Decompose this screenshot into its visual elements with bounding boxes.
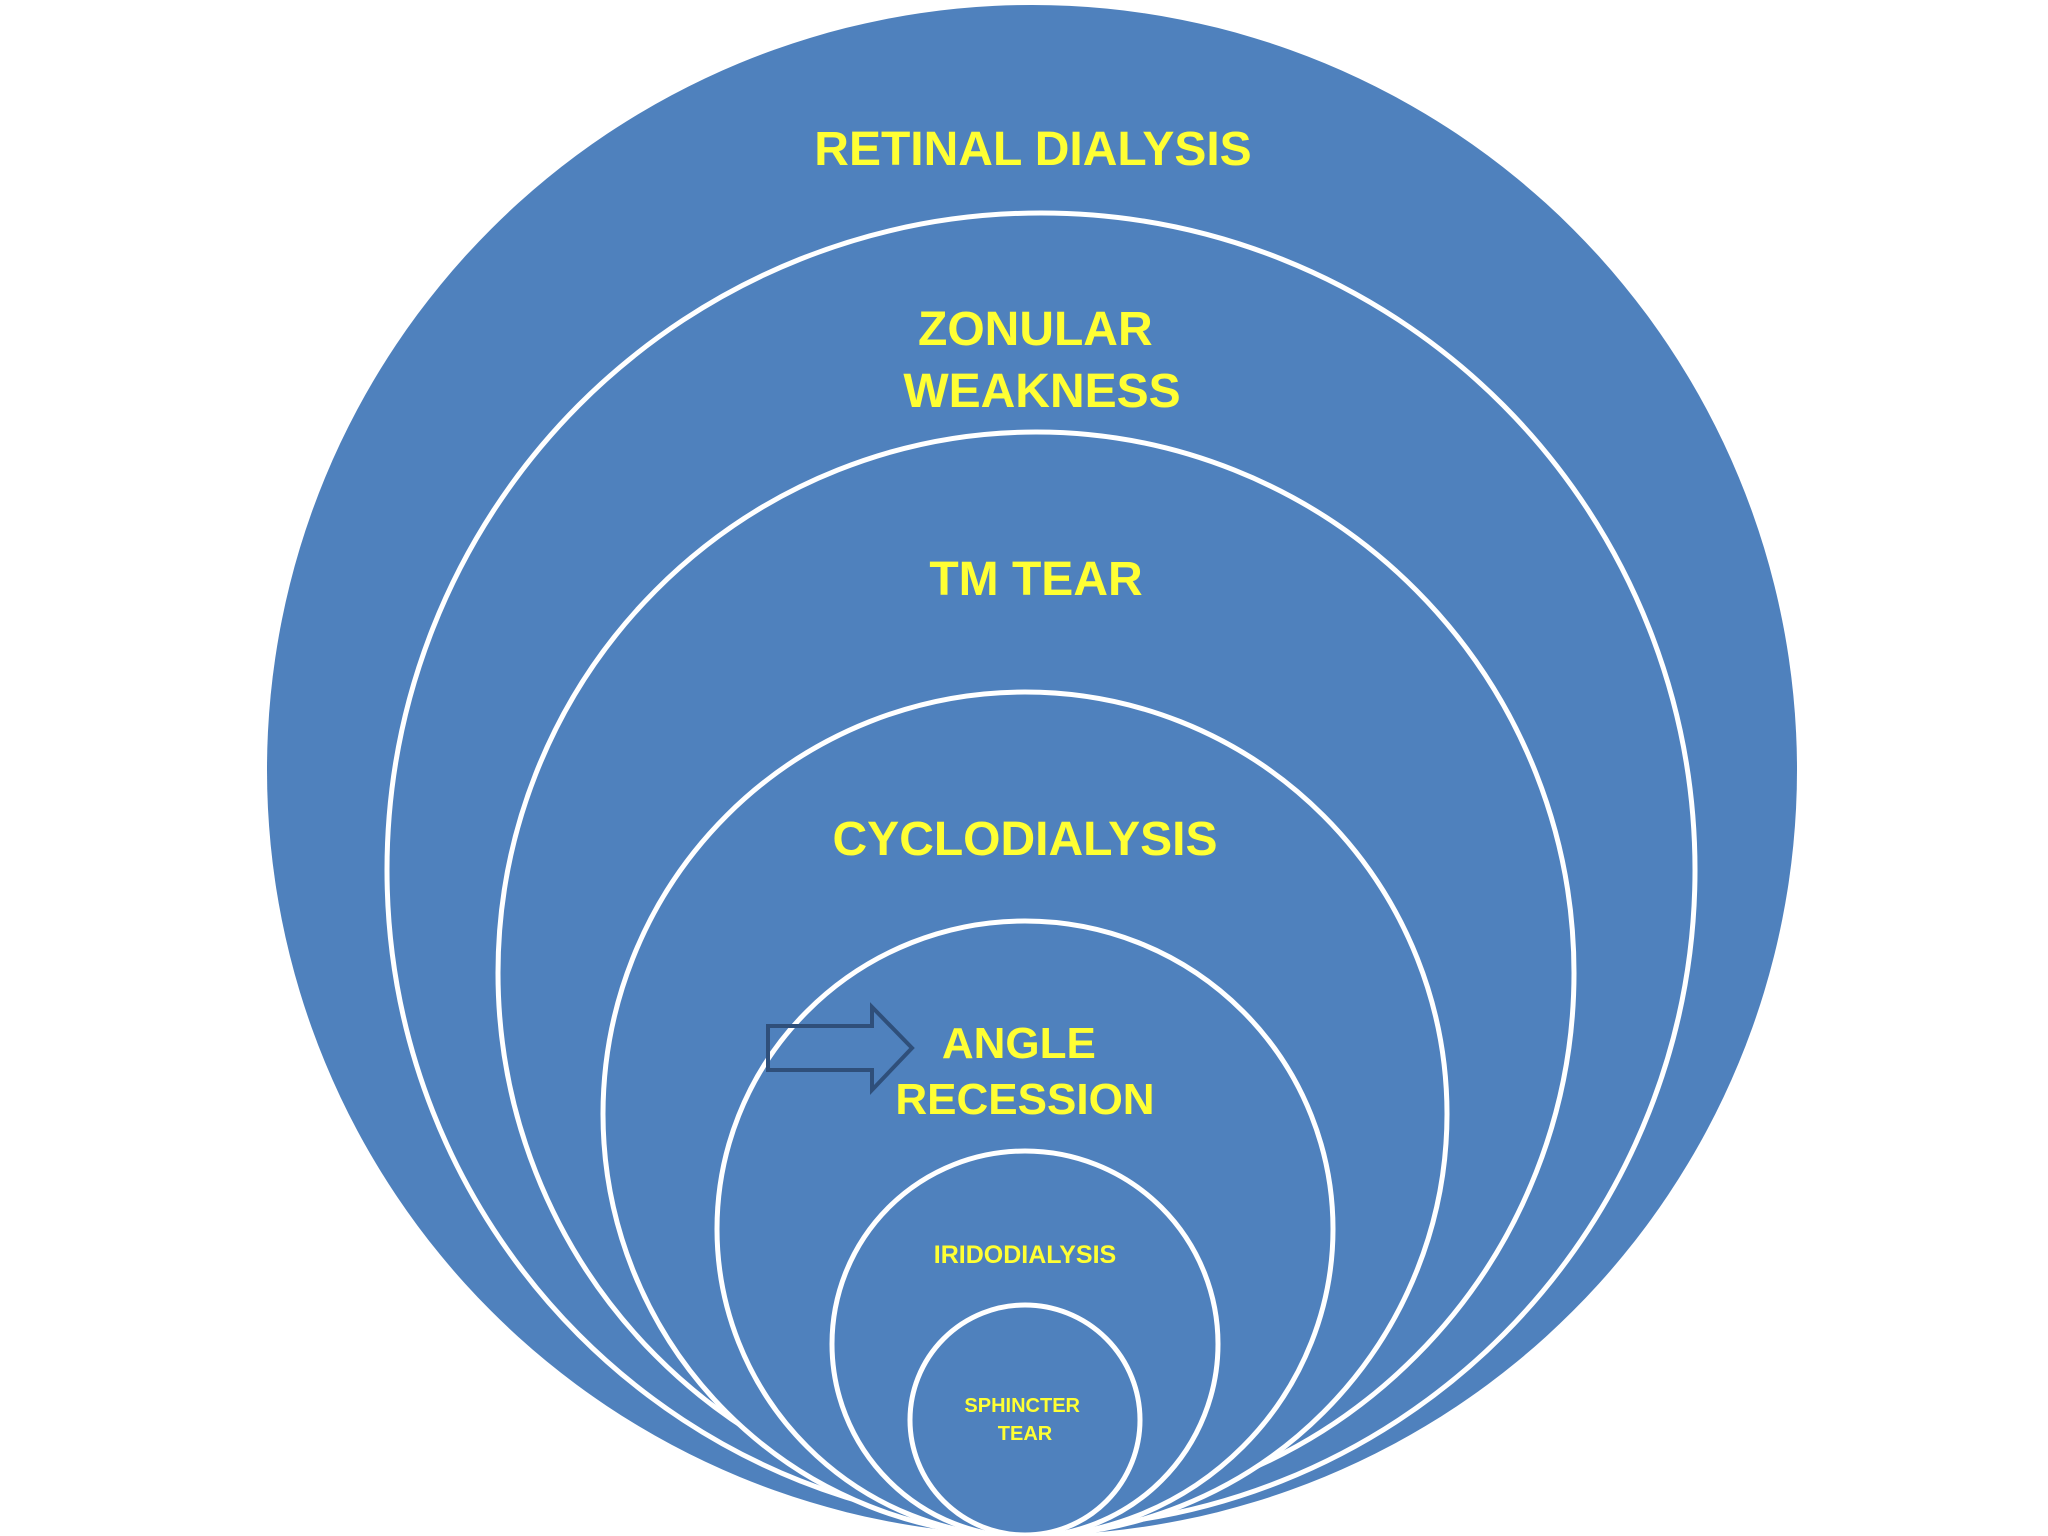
label-cyclodialysis: CYCLODIALYSIS [833,813,1218,866]
layer-sphincter-tear: SPHINCTER TEAR [907,1302,1143,1536]
label-tm-tear: TM TEAR [929,553,1142,606]
label-sphincter-tear: SPHINCTER TEAR [964,1395,1085,1445]
label-retinal-dialysis: RETINAL DIALYSIS [814,123,1251,176]
right-arrow-icon [766,1002,915,1095]
label-iridodialysis: IRIDODIALYSIS [934,1241,1116,1269]
label-angle-recession: ANGLE RECESSION [895,1019,1154,1124]
label-zonular-weakness: ZONULAR WEAKNESS [903,303,1180,418]
circle-sphincter-tear [907,1302,1143,1536]
